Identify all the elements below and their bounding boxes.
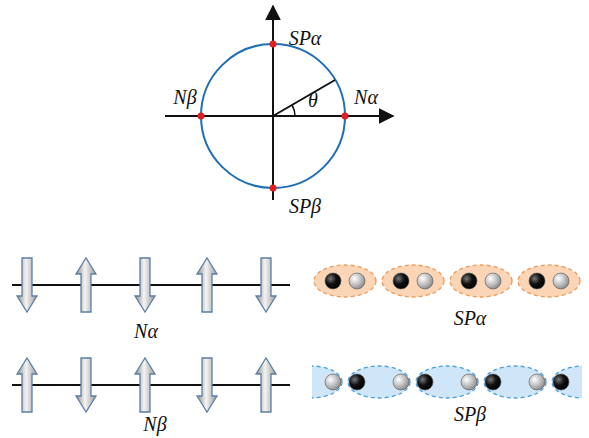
chain-label: SPβ — [454, 404, 486, 424]
spin-arrow — [17, 358, 37, 412]
spin-arrow — [76, 258, 96, 312]
spin-arrow — [135, 258, 155, 312]
grey-ball — [393, 374, 409, 390]
chain-label: Nβ — [143, 414, 166, 434]
chain-line — [12, 284, 290, 286]
spin-arrow — [135, 358, 155, 412]
grey-ball — [485, 273, 501, 289]
spin-arrow — [256, 258, 276, 312]
chain-line — [12, 384, 290, 386]
point — [198, 113, 205, 120]
black-ball — [485, 374, 501, 390]
grey-ball — [417, 273, 433, 289]
point — [270, 185, 277, 192]
pair-ellipse — [416, 366, 478, 398]
spin-arrow — [197, 358, 217, 412]
grey-ball — [325, 374, 341, 390]
grey-ball — [553, 273, 569, 289]
black-ball — [393, 273, 409, 289]
y-axis — [272, 6, 274, 200]
grey-ball — [529, 374, 545, 390]
pair-ellipse — [518, 265, 580, 297]
axis-label: SPβ — [289, 196, 321, 216]
pair-ellipse — [450, 265, 512, 297]
spin-arrow — [256, 358, 276, 412]
angle-arc — [292, 105, 295, 116]
axis-label: Nβ — [173, 87, 196, 107]
black-ball — [529, 273, 545, 289]
pair-ellipse — [312, 366, 342, 398]
angle-label: θ — [308, 90, 318, 110]
chain-label: Nα — [134, 321, 158, 341]
pair-ellipse — [348, 366, 410, 398]
black-ball — [553, 374, 569, 390]
grey-ball — [349, 273, 365, 289]
axis-label: Nα — [354, 87, 378, 107]
axis-label: SPα — [289, 28, 322, 48]
radius-line — [273, 80, 335, 116]
black-ball — [349, 374, 365, 390]
grey-ball — [461, 374, 477, 390]
point — [270, 41, 277, 48]
pair-ellipse — [484, 366, 546, 398]
chain-label: SPα — [454, 308, 487, 328]
point — [342, 113, 349, 120]
spin-arrow — [17, 258, 37, 312]
pair-ellipse — [552, 366, 582, 398]
black-ball — [461, 273, 477, 289]
spin-arrow — [76, 358, 96, 412]
black-ball — [325, 273, 341, 289]
pair-ellipse — [314, 265, 376, 297]
pair-ellipse — [382, 265, 444, 297]
black-ball — [417, 374, 433, 390]
spin-arrow — [197, 258, 217, 312]
